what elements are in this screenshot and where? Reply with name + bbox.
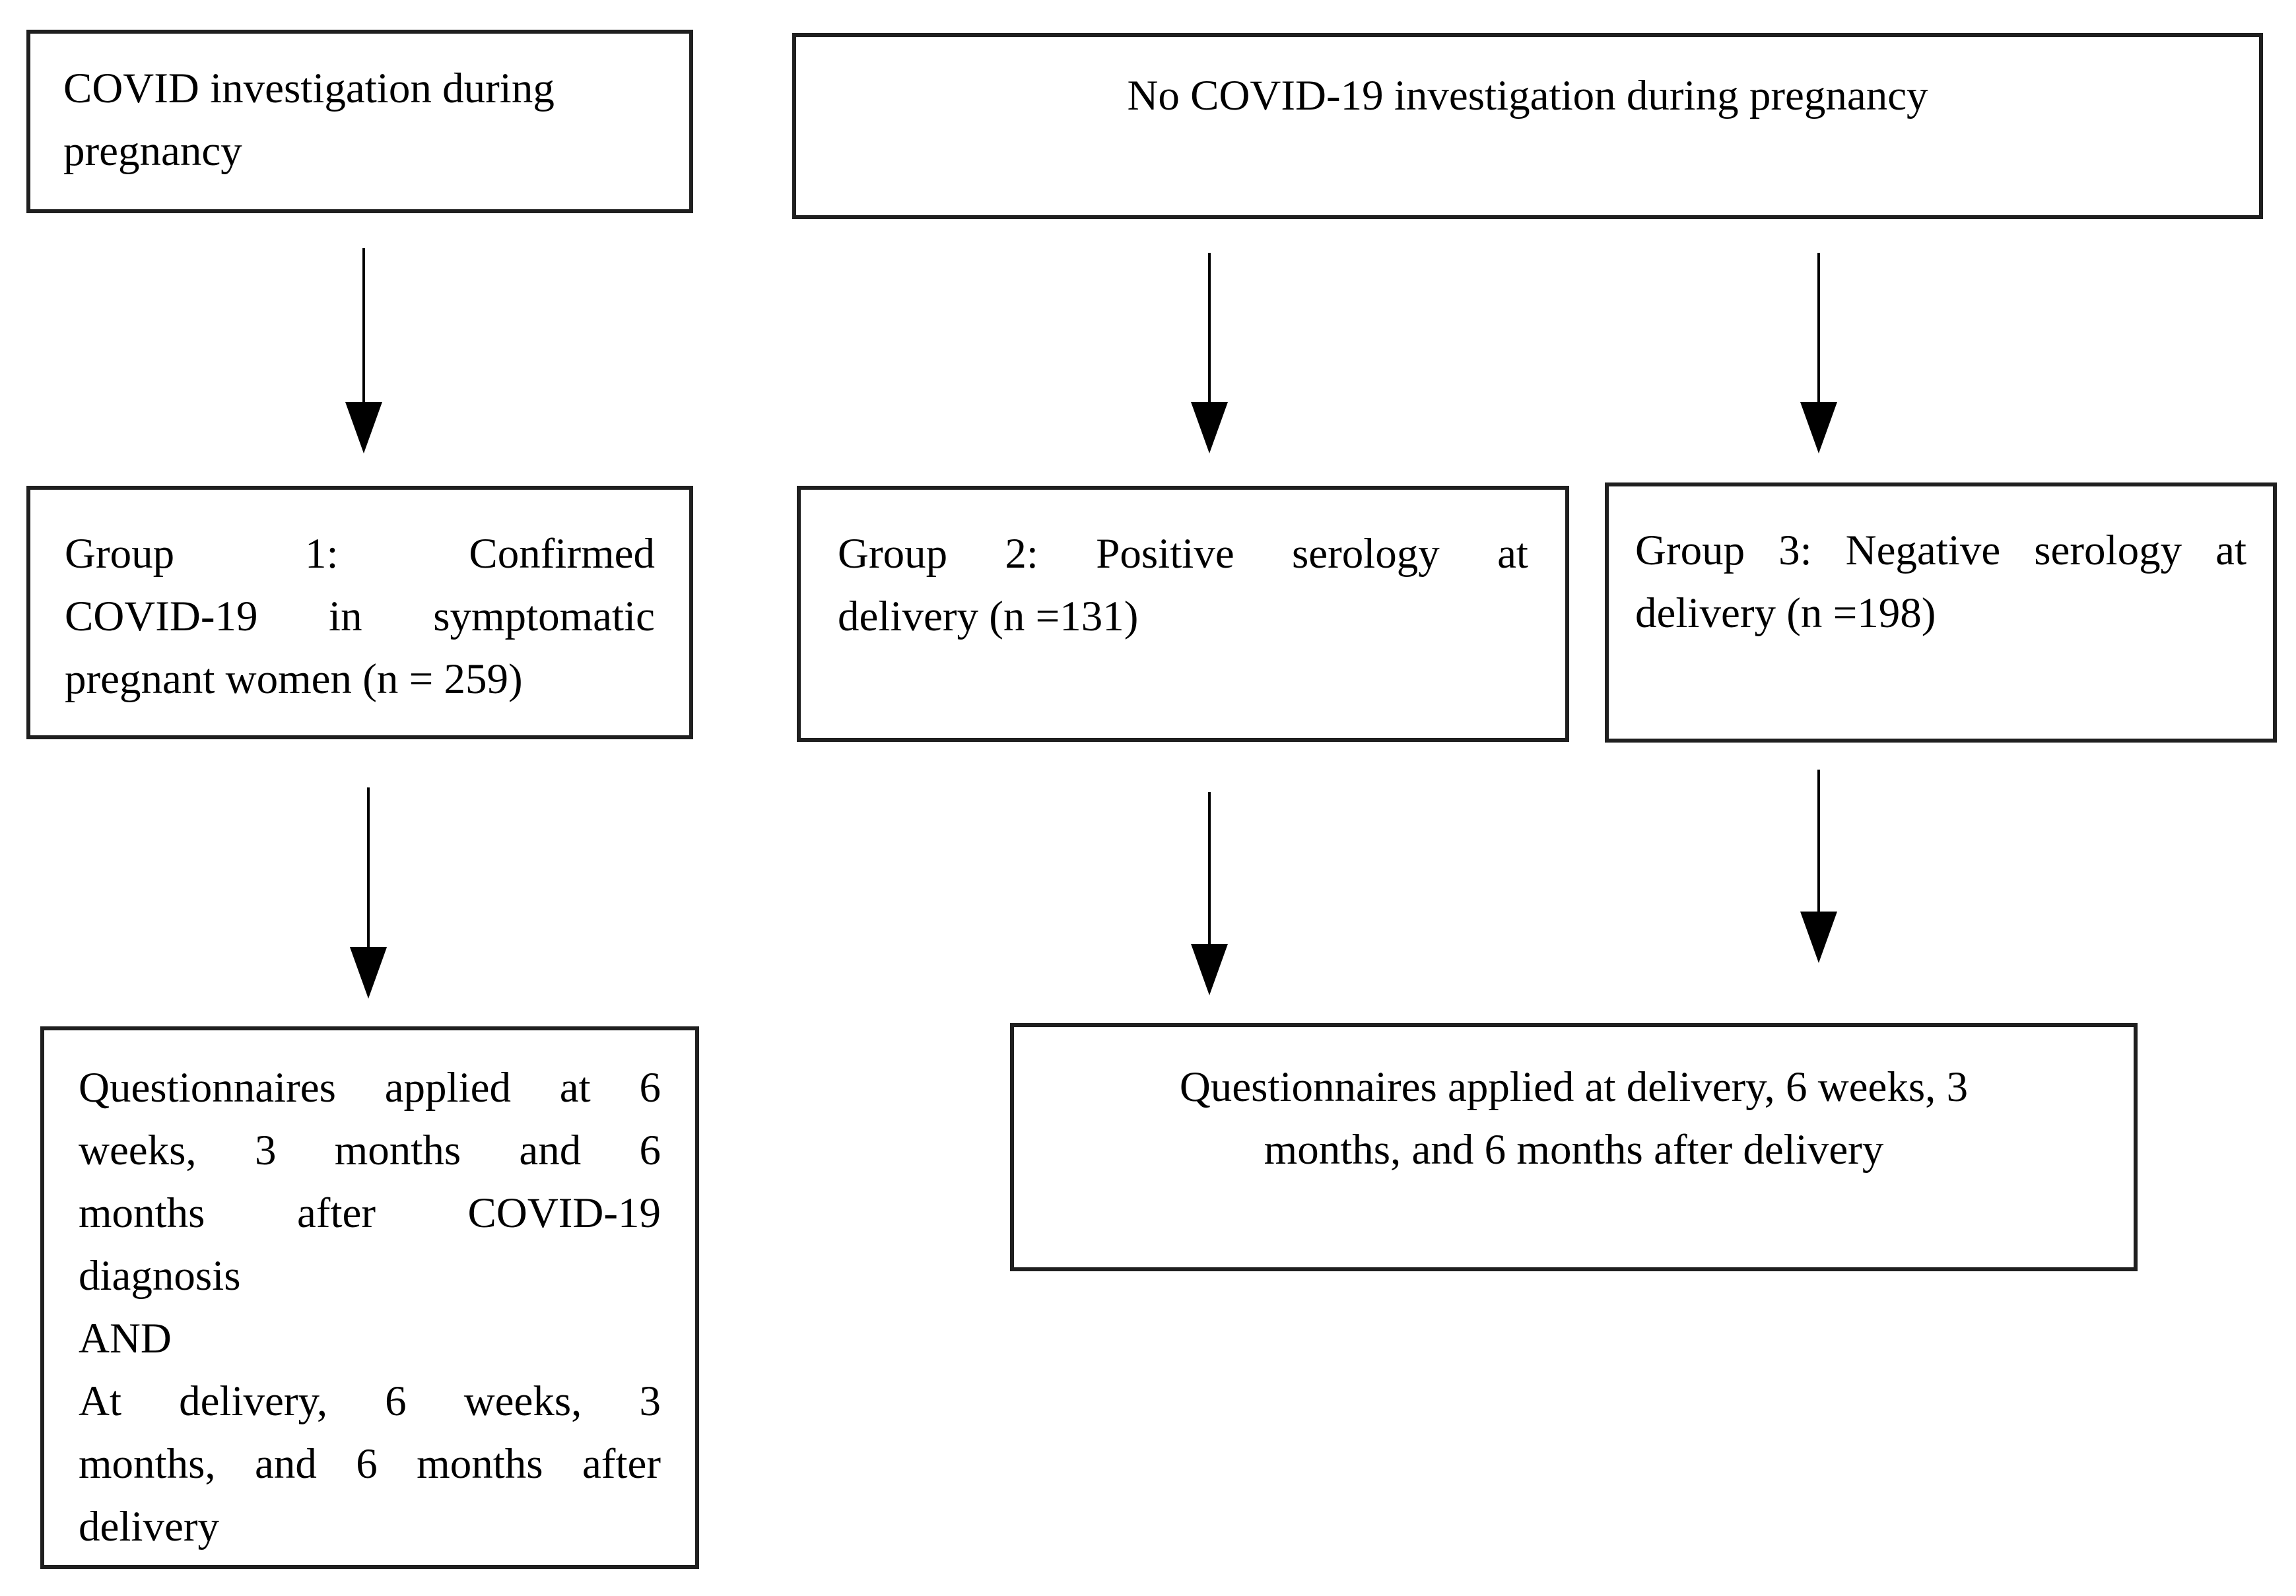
node-text-line: COVID-19 in symptomatic — [65, 593, 655, 640]
arrow-group3-to-questionnaires — [1800, 770, 1837, 963]
arrow-head-icon — [1191, 944, 1228, 995]
node-text-line: Questionnaires applied at delivery, 6 we… — [1179, 1063, 1969, 1111]
arrow-nocovid-to-group2 — [1191, 253, 1228, 453]
node-text-line: pregnant women (n = 259) — [65, 655, 523, 703]
arrow-covid-to-group1 — [345, 248, 382, 453]
node-text-line: delivery (n =131) — [838, 593, 1139, 640]
node-group1: Group 1: Confirmed COVID-19 in symptomat… — [26, 486, 693, 739]
node-text-line: diagnosis — [79, 1252, 241, 1300]
arrow-head-icon — [1191, 402, 1228, 453]
arrow-shaft — [362, 248, 365, 402]
node-text-line: Group 3: Negative serology at — [1635, 527, 2246, 574]
node-text-line: months, and 6 months after — [79, 1440, 661, 1488]
arrow-group2-to-questionnaires — [1191, 792, 1228, 995]
node-text-line: AND — [79, 1315, 172, 1362]
node-text-line: months, and 6 months after delivery — [1264, 1126, 1884, 1174]
node-group3: Group 3: Negative serology at delivery (… — [1605, 482, 2277, 743]
arrow-head-icon — [1800, 402, 1837, 453]
node-text-line: pregnancy — [63, 127, 242, 175]
node-text-line: delivery — [79, 1503, 219, 1550]
node-no-covid-investigation: No COVID-19 investigation during pregnan… — [792, 33, 2263, 219]
node-text-line: COVID investigation during — [63, 65, 555, 112]
node-group2: Group 2: Positive serology at delivery (… — [797, 486, 1569, 742]
arrow-head-icon — [1800, 912, 1837, 963]
arrow-shaft — [1817, 770, 1820, 912]
node-questionnaires-groups23: Questionnaires applied at delivery, 6 we… — [1010, 1023, 2138, 1271]
node-covid-investigation: COVID investigation during pregnancy — [26, 30, 693, 213]
node-text-line: delivery (n =198) — [1635, 589, 1936, 637]
node-text-line: No COVID-19 investigation during pregnan… — [1127, 72, 1928, 119]
node-text-line: weeks, 3 months and 6 — [79, 1127, 661, 1174]
node-text-line: months after COVID-19 — [79, 1189, 661, 1237]
node-text-line: Group 2: Positive serology at — [838, 530, 1528, 578]
arrow-shaft — [1208, 792, 1211, 944]
arrow-nocovid-to-group3 — [1800, 253, 1837, 453]
arrow-shaft — [1208, 253, 1211, 402]
arrow-head-icon — [345, 402, 382, 453]
node-text-line: At delivery, 6 weeks, 3 — [79, 1378, 661, 1425]
node-questionnaires-group1: Questionnaires applied at 6 weeks, 3 mon… — [40, 1026, 699, 1569]
arrow-shaft — [1817, 253, 1820, 402]
arrow-head-icon — [350, 947, 387, 999]
arrow-shaft — [367, 787, 370, 947]
node-text-line: Questionnaires applied at 6 — [79, 1064, 661, 1112]
arrow-group1-to-questionnaires — [350, 787, 387, 999]
node-text-line: Group 1: Confirmed — [65, 530, 655, 578]
